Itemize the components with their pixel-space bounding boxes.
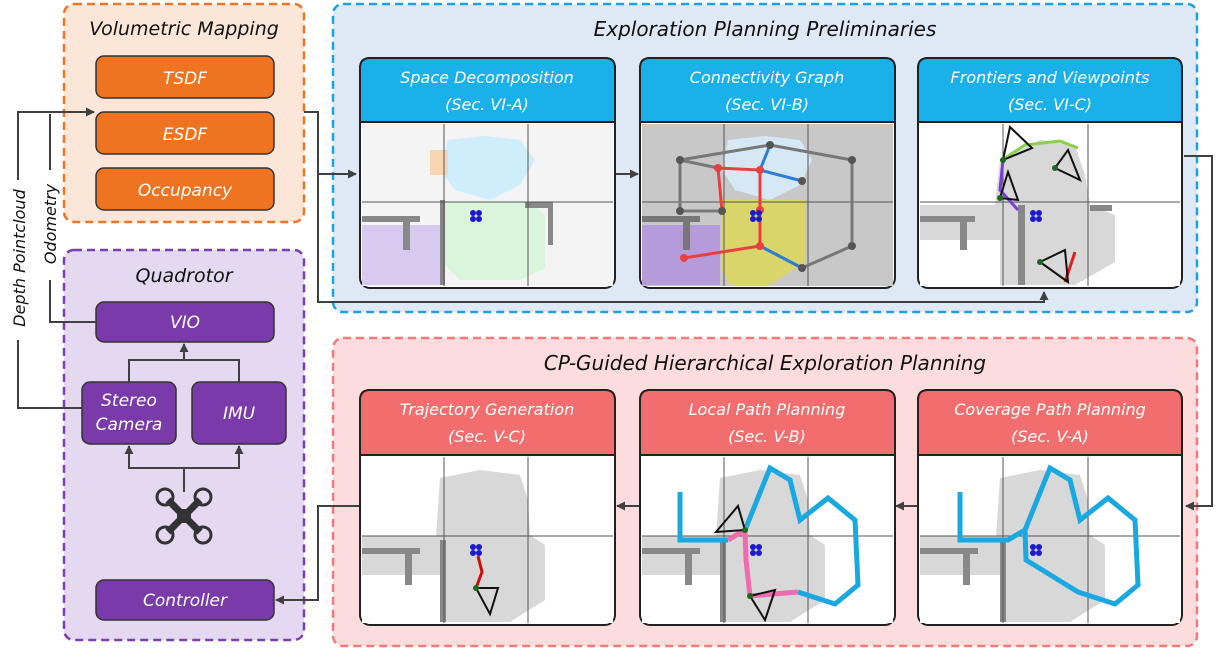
robot-marker-icon	[750, 544, 762, 556]
controller-box	[95, 579, 275, 621]
esdf-box	[95, 111, 275, 155]
depth-label-bg	[8, 180, 30, 340]
camera-label: Camera	[96, 415, 163, 435]
quadrotor-arrows	[124, 343, 244, 492]
viewpoint-triangle-icon	[998, 125, 1082, 285]
panel-space-decomposition: Space Decomposition (Sec. VI-A)	[359, 57, 616, 289]
robot-marker-icon	[470, 544, 482, 556]
panel-connectivity-graph: Connectivity Graph (Sec. VI-B)	[639, 57, 896, 289]
panel-frontiers-viewpoints-section: (Sec. VI-C)	[1008, 95, 1092, 114]
panel-frontiers-viewpoints-title: Frontiers and Viewpoints	[951, 68, 1150, 87]
preliminaries-title: Exploration Planning Preliminaries	[594, 17, 937, 41]
occupancy-box	[95, 167, 275, 211]
stereo-label: Stereo	[101, 391, 157, 411]
panel-connectivity-graph-title: Connectivity Graph	[690, 68, 844, 87]
viewpoint-triangle-icon	[474, 587, 500, 617]
panel-frontiers-viewpoints: Frontiers and Viewpoints (Sec. VI-C)	[917, 57, 1183, 289]
panel-connectivity-graph-section: (Sec. VI-B)	[725, 95, 809, 114]
vio-label: VIO	[170, 313, 200, 333]
quadrotor-icon	[155, 487, 213, 545]
tsdf-box	[95, 55, 275, 99]
depth-pointcloud-label: Depth Pointcloud	[10, 188, 29, 326]
panel-coverage-path-planning-section: (Sec. V-A)	[1011, 427, 1089, 446]
panel-local-path-planning-section: (Sec. V-B)	[728, 427, 806, 446]
tsdf-label: TSDF	[163, 69, 207, 89]
panel-coverage-path-planning-title: Coverage Path Planning	[954, 400, 1146, 419]
panel-space-decomposition-section: (Sec. VI-A)	[445, 95, 529, 114]
panel-local-path-planning-title: Local Path Planning	[689, 400, 846, 419]
panel-trajectory-generation-section: (Sec. V-C)	[448, 427, 526, 446]
robot-marker-icon	[1030, 544, 1042, 556]
robot-marker-icon	[750, 210, 762, 222]
robot-marker-icon	[1030, 210, 1042, 222]
esdf-label: ESDF	[163, 125, 208, 145]
main-connectors	[275, 111, 1213, 605]
occupancy-label: Occupancy	[138, 181, 233, 201]
odometry-label-bg	[40, 170, 62, 280]
odometry-label: Odometry	[41, 183, 60, 264]
panel-local-path-planning: Local Path Planning (Sec. V-B)	[639, 389, 896, 626]
panel-space-decomposition-title: Space Decomposition	[400, 68, 574, 87]
controller-label: Controller	[143, 591, 228, 611]
imu-label: IMU	[223, 404, 256, 424]
quadrotor-title: Quadrotor	[135, 265, 233, 287]
quadrotor-group	[62, 248, 306, 642]
panel-coverage-path-planning: Coverage Path Planning (Sec. V-A)	[917, 389, 1183, 626]
hierarchical-title: CP-Guided Hierarchical Exploration Plann…	[544, 351, 986, 375]
panel-trajectory-generation: Trajectory Generation (Sec. V-C)	[359, 389, 616, 626]
panel-trajectory-generation-title: Trajectory Generation	[400, 400, 574, 419]
robot-marker-icon	[470, 210, 482, 222]
viewpoint-triangle-icon	[713, 503, 777, 623]
volumetric-mapping-title: Volumetric Mapping	[89, 18, 279, 40]
